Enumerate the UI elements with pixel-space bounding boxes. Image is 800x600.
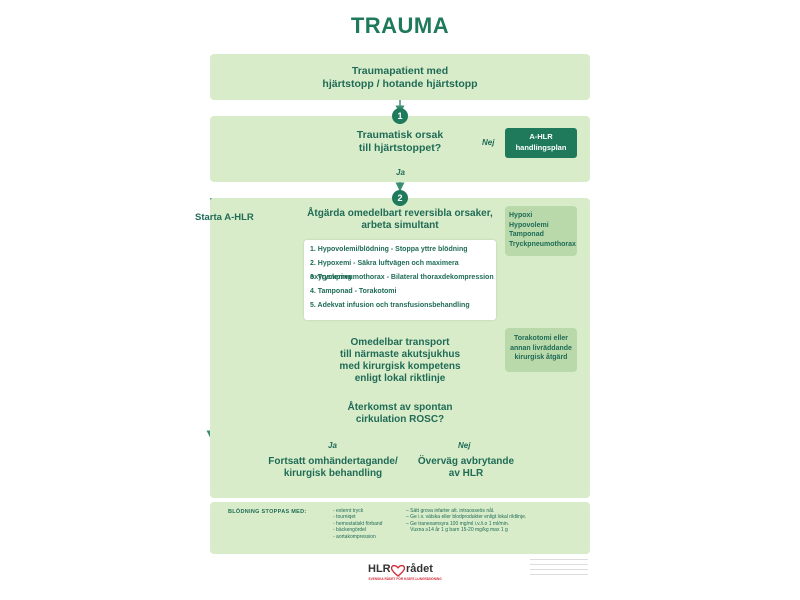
action-item: 3. Tryckpneumothorax - Bilateral thoraxd… (310, 274, 494, 281)
step1-question: Traumatisk orsak till hjärtstoppet? (330, 129, 470, 155)
ahlr-action-plan-box: A-HLR handlingsplan (505, 128, 577, 158)
torakotomi-line: kirurgisk åtgärd (514, 354, 568, 361)
no-outcome: Överväg avbrytande av HLR (406, 456, 526, 480)
method-item: - externt tryck (333, 508, 364, 514)
cause-item: Tryckpneumothorax (509, 240, 576, 248)
rosc-line: cirkulation ROSC? (355, 414, 445, 425)
step2-number-badge: 2 (392, 190, 408, 206)
start-box: Traumapatient med hjärtstopp / hotande h… (210, 54, 590, 100)
step1-question-line1: Traumatisk orsak (356, 129, 444, 141)
cause-item: Hypoxi (509, 212, 533, 219)
cause-item: Tamponad (509, 231, 544, 238)
action-item: 2. Hypoxemi - Säkra luftvägen och maxime… (310, 260, 459, 281)
action-item: 1. Hypovolemi/blödning - Stoppa yttre bl… (310, 246, 468, 253)
action-item: 4. Tamponad - Torakotomi (310, 288, 397, 295)
start-box-line2: hjärtstopp / hotande hjärtstopp (322, 78, 478, 90)
heart-icon (391, 565, 405, 577)
note-item: – Ge tranexamsyra 100 mg/ml i.v./i.o 1 m… (406, 520, 509, 527)
transport-step: Omedelbar transport till närmaste akutsj… (320, 337, 480, 385)
cause-item: Hypovolemi (509, 221, 549, 229)
step1-number-badge: 1 (392, 108, 408, 124)
method-item: - tourniqet (333, 514, 356, 521)
fine-print (530, 559, 588, 578)
torakotomi-line: Torakotomi eller (514, 335, 568, 342)
rosc-yes-label: Ja (328, 441, 337, 450)
logo-text-left: HLR (368, 563, 391, 575)
step1-yes-label: Ja (396, 168, 405, 177)
torakotomi-box: Torakotomi eller annan livräddande kirur… (505, 328, 577, 372)
step1-no-label: Nej (482, 138, 495, 147)
yes-outcome-line: Fortsatt omhändertagande/ (268, 456, 398, 467)
ahlr-box-line1: A-HLR (529, 132, 553, 141)
logo-tagline: SVENSKA RÅDET FÖR HJÄRT-LUNGRÄDDNING (368, 577, 442, 581)
step2-heading: Åtgärda omedelbart reversibla orsaker, a… (300, 208, 500, 232)
note-item: – Ge i.v. vätska eller blodprodukter enl… (406, 514, 527, 521)
logo-text-right: rådet (406, 563, 433, 575)
start-ahlr-label: Starta A-HLR (195, 212, 254, 223)
note-item: – Sätt grova infarter alt. intraosseös n… (406, 508, 495, 514)
step1-question-line2: till hjärtstoppet? (358, 142, 442, 154)
yes-outcome-line: kirurgisk behandling (283, 468, 383, 479)
step2-heading-line1: Åtgärda omedelbart reversibla orsaker, (307, 208, 493, 219)
bleeding-notes: – Sätt grova infarter alt. intraosseös n… (406, 508, 586, 534)
actions-list: 1. Hypovolemi/blödning - Stoppa yttre bl… (304, 240, 496, 320)
transport-line: till närmaste akutsjukhus (339, 349, 461, 360)
method-item: - bäckengördel (333, 527, 367, 534)
rosc-no-label: Nej (458, 441, 471, 450)
method-item: - aortakompression (333, 533, 376, 540)
torakotomi-line: annan livräddande (510, 344, 572, 352)
transport-line: enligt lokal riktlinje (354, 373, 446, 384)
start-box-line1: Traumapatient med (351, 65, 449, 77)
yes-outcome: Fortsatt omhändertagande/ kirurgisk beha… (263, 456, 403, 480)
bleeding-footer-label: BLÖDNING STOPPAS MED: (228, 509, 307, 515)
transport-line: Omedelbar transport (350, 337, 450, 348)
rosc-question: Återkomst av spontan cirkulation ROSC? (320, 402, 480, 426)
method-item: - hemostatiskt förband (333, 520, 383, 527)
note-item: Vuxna ≥14 år 1 g barn 15-20 mg/kg max 1 … (406, 527, 508, 534)
bleeding-footer (210, 502, 590, 554)
no-outcome-line: av HLR (448, 468, 484, 479)
bleeding-methods: - externt tryck - tourniqet - hemostatis… (333, 508, 408, 540)
page-title: TRAUMA (350, 13, 450, 38)
rosc-line: Återkomst av spontan (347, 402, 453, 413)
transport-line: med kirurgisk kompetens (339, 361, 461, 372)
hlr-radet-logo: HLR rådet SVENSKA RÅDET FÖR HJÄRT-LUNGRÄ… (360, 563, 450, 585)
action-item: 5. Adekvat infusion och transfusionsbeha… (310, 302, 470, 309)
no-outcome-line: Överväg avbrytande (417, 456, 515, 467)
step2-heading-line2: arbeta simultant (361, 220, 439, 231)
reversible-causes-box: Hypoxi Hypovolemi Tamponad Tryckpneumoth… (505, 206, 577, 256)
ahlr-box-line2: handlingsplan (515, 143, 567, 152)
